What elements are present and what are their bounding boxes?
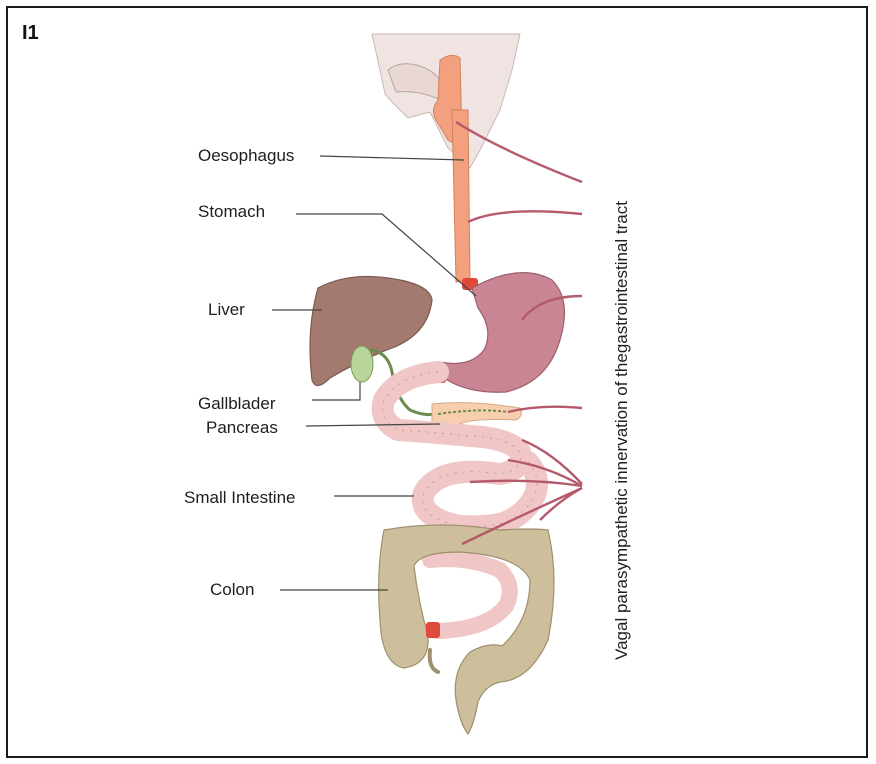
ileocaecal-sphincter (426, 622, 440, 638)
leader-oesophagus (320, 156, 464, 160)
vertical-title: Vagal parasympathetic innervation of the… (612, 201, 632, 660)
small-intestine-shape (383, 372, 537, 526)
label-pancreas: Pancreas (206, 418, 278, 438)
ileum-shape (430, 559, 510, 631)
gallbladder-shape (351, 346, 373, 382)
label-small-intestine: Small Intestine (184, 488, 296, 508)
appendix (430, 650, 438, 672)
label-gallbladder: Gallblader (198, 394, 276, 414)
label-liver: Liver (208, 300, 245, 320)
oesophagus-tube (452, 110, 470, 282)
label-oesophagus: Oesophagus (198, 146, 294, 166)
nerve-oesophagus-lower (468, 211, 582, 222)
stomach-shape (438, 273, 565, 393)
label-colon: Colon (210, 580, 254, 600)
label-stomach: Stomach (198, 202, 265, 222)
